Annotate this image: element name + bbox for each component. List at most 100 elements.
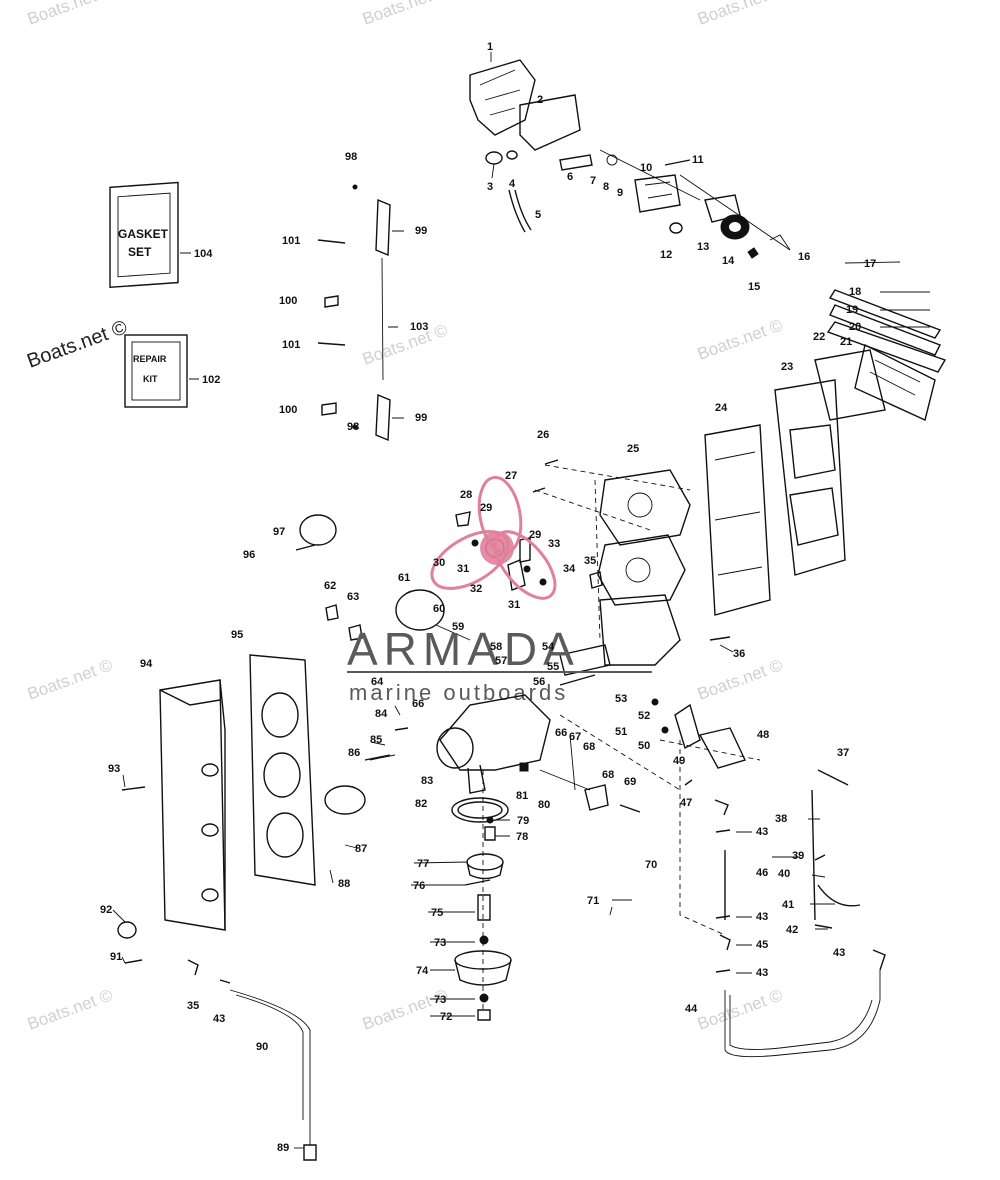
- center-small-parts: [295, 459, 731, 686]
- fuel-pump-cluster: [469, 59, 791, 259]
- part-label: 5: [535, 209, 541, 221]
- gasket-set-label: GASKET: [118, 227, 169, 241]
- part-label: 98: [347, 421, 359, 433]
- watermark: Boats.net ©: [360, 320, 451, 368]
- part-label: 35: [187, 1000, 199, 1012]
- part-label: 47: [680, 797, 692, 809]
- part-label: 99: [415, 412, 427, 424]
- part-label: 56: [533, 676, 545, 688]
- part-label: 60: [433, 603, 445, 615]
- armada-logo: ARMADA marine outboards: [347, 475, 652, 705]
- part-label: 101: [282, 339, 300, 351]
- part-label: 58: [490, 641, 502, 653]
- part-label: 89: [277, 1142, 289, 1154]
- watermark: Boats.net: [360, 0, 434, 29]
- part-label: 15: [748, 281, 760, 293]
- part-label: 42: [786, 924, 798, 936]
- part-label: 43: [756, 911, 768, 923]
- gasket-set-label-2: SET: [128, 245, 152, 259]
- part-label: 54: [542, 641, 555, 653]
- part-label: 29: [480, 502, 492, 514]
- part-label: 104: [194, 248, 213, 260]
- part-label: 43: [213, 1013, 225, 1025]
- part-label: 29: [529, 529, 541, 541]
- leader-lines: [112, 52, 930, 1149]
- part-label: 11: [692, 154, 704, 166]
- part-label: 39: [792, 850, 804, 862]
- part-label: 1: [487, 41, 493, 53]
- part-label: 36: [733, 648, 745, 660]
- part-label: 38: [775, 813, 787, 825]
- part-label: 25: [627, 443, 639, 455]
- watermark: Boats.net ©: [695, 655, 786, 703]
- part-label: 24: [715, 402, 728, 414]
- part-label: 27: [505, 470, 517, 482]
- part-label: 10: [640, 162, 652, 174]
- part-label: 31: [508, 599, 520, 611]
- part-label: 86: [348, 747, 360, 759]
- reed-intake-stack: [704, 289, 947, 616]
- part-label: 85: [370, 734, 382, 746]
- part-label: 95: [231, 629, 243, 641]
- part-label: 28: [460, 489, 472, 501]
- watermark: Boats.net ©: [25, 985, 116, 1033]
- part-label: 82: [415, 798, 427, 810]
- part-label: 67: [569, 731, 581, 743]
- part-label: 98: [345, 151, 357, 163]
- part-label: 30: [433, 557, 445, 569]
- watermark-layer: Boats.net Boats.net Boats.net Boats.net …: [24, 0, 785, 1034]
- part-label: 68: [602, 769, 614, 781]
- part-label: 75: [431, 907, 443, 919]
- repair-kit-label: REPAIR: [133, 354, 167, 364]
- part-label: 32: [470, 583, 482, 595]
- part-label: 18: [849, 286, 861, 298]
- fuel-line-assembly: [679, 740, 886, 1058]
- left-shroud: [159, 679, 226, 931]
- part-label: 87: [355, 843, 367, 855]
- part-label: 63: [347, 591, 359, 603]
- part-label: 59: [452, 621, 464, 633]
- main-carburetor: [324, 694, 641, 823]
- part-label: 66: [555, 727, 567, 739]
- part-label: 12: [660, 249, 672, 261]
- part-label: 53: [615, 693, 627, 705]
- part-label: 22: [813, 331, 825, 343]
- part-label: 79: [517, 815, 529, 827]
- part-label: 70: [645, 859, 657, 871]
- watermark: Boats.net: [695, 0, 769, 29]
- part-label: 31: [457, 563, 469, 575]
- propeller-icon: [430, 475, 557, 600]
- part-label: 100: [279, 295, 297, 307]
- brand-name: ARMADA: [347, 623, 580, 675]
- part-label: 41: [782, 899, 794, 911]
- linkage-rod: [317, 184, 391, 442]
- part-label: 55: [547, 661, 559, 673]
- part-label: 68: [583, 741, 595, 753]
- watermark: Boats.net: [25, 0, 99, 29]
- part-label: 76: [413, 880, 425, 892]
- watermark: Boats.net ©: [695, 985, 786, 1033]
- part-label: 7: [590, 175, 596, 187]
- part-label: 45: [756, 939, 768, 951]
- part-label: 73: [434, 994, 446, 1006]
- part-label: 71: [587, 895, 599, 907]
- part-label: 92: [100, 904, 112, 916]
- float-bowl-stack: [454, 770, 512, 1021]
- part-label: 93: [108, 763, 120, 775]
- part-label: 43: [833, 947, 845, 959]
- part-label: 50: [638, 740, 650, 752]
- part-label: 74: [416, 965, 429, 977]
- part-label: 43: [756, 826, 768, 838]
- gasket-set-box: GASKET SET: [109, 181, 179, 289]
- brand-subtitle: marine outboards: [349, 680, 568, 705]
- part-label: 8: [603, 181, 609, 193]
- part-label: 90: [256, 1041, 268, 1053]
- part-label: 96: [243, 549, 255, 561]
- part-label: 44: [685, 1003, 698, 1015]
- part-label: 16: [798, 251, 810, 263]
- repair-kit-label-2: KIT: [143, 374, 158, 384]
- part-label: 94: [140, 658, 153, 670]
- part-label: 88: [338, 878, 350, 890]
- part-label: 101: [282, 235, 300, 247]
- part-label: 37: [837, 747, 849, 759]
